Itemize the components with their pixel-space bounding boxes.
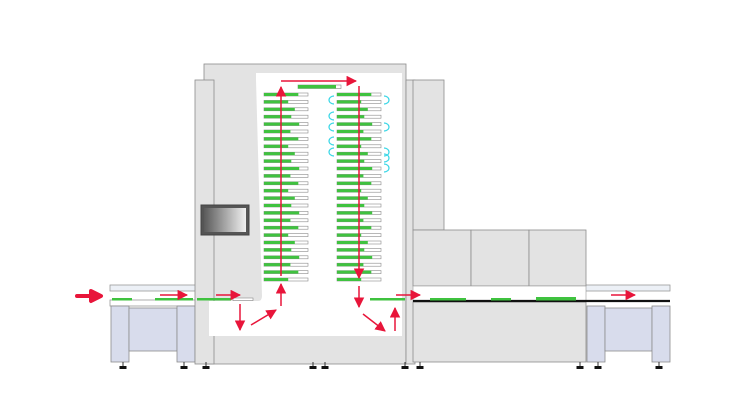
machine-feet xyxy=(119,362,663,369)
tray xyxy=(263,188,309,193)
cooling-icon xyxy=(383,163,390,173)
display-screen-icon xyxy=(200,204,250,236)
cooling-markers xyxy=(328,95,390,173)
cooling-icon xyxy=(383,153,390,163)
machine-foot-pad xyxy=(321,366,329,369)
cooling-icon xyxy=(328,122,335,132)
tray xyxy=(263,174,309,178)
tray xyxy=(263,248,309,252)
tray xyxy=(263,218,309,223)
machine-foot-pad xyxy=(119,366,127,369)
machine-foot-pad xyxy=(416,366,424,369)
tray xyxy=(263,166,309,171)
tray xyxy=(263,129,309,134)
machine-foot-pad xyxy=(655,366,663,369)
input-arrow-icon xyxy=(75,289,103,303)
machine-foot-pad xyxy=(594,366,602,369)
tray xyxy=(263,196,309,200)
tray xyxy=(263,100,309,104)
tray xyxy=(263,233,309,237)
flow-arrow-icon xyxy=(250,309,277,326)
tray xyxy=(336,277,382,282)
machine-foot-pad xyxy=(309,366,317,369)
flow-arrow-icon xyxy=(362,313,386,332)
tray xyxy=(263,203,309,208)
tray xyxy=(263,225,309,230)
tray xyxy=(263,262,309,267)
cooling-icon xyxy=(383,95,390,105)
tray xyxy=(263,181,309,186)
machine-foot-pad xyxy=(202,366,210,369)
machine-foot-pad xyxy=(401,366,409,369)
machine-foot-pad xyxy=(180,366,188,369)
tray xyxy=(263,122,309,126)
cooling-icon xyxy=(328,147,335,157)
left-conveyor-stand xyxy=(109,284,197,363)
machine-foot-pad xyxy=(576,366,584,369)
tray xyxy=(263,114,309,119)
right-conveyor-stand xyxy=(584,284,671,363)
tray xyxy=(263,277,309,282)
tray xyxy=(263,255,309,260)
tray xyxy=(263,144,309,149)
tray xyxy=(263,137,309,141)
cooling-icon xyxy=(383,122,390,132)
tray xyxy=(263,107,309,112)
cooling-icon xyxy=(328,95,335,105)
cooling-icon xyxy=(383,147,390,157)
tray xyxy=(263,211,309,215)
cooling-icon xyxy=(328,136,335,146)
tray xyxy=(263,159,309,163)
tray xyxy=(263,92,309,97)
tray xyxy=(263,151,309,156)
tray xyxy=(263,240,309,245)
cooling-icon xyxy=(328,111,335,121)
flow-arrows xyxy=(75,75,637,332)
tray xyxy=(263,270,309,274)
